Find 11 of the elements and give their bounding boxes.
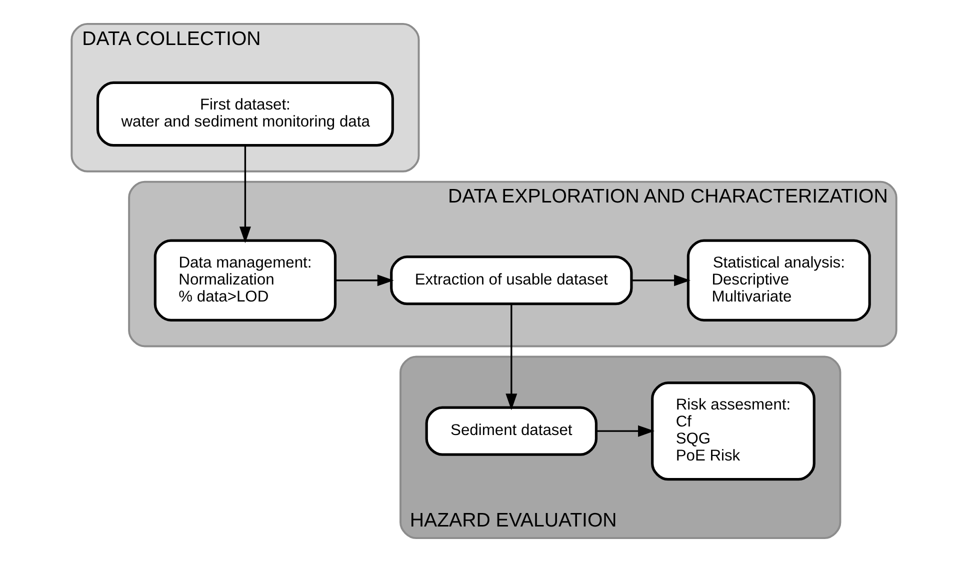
arrow (631, 274, 690, 286)
node-box: Statistical analysis: Descriptive Multivariate (686, 239, 870, 322)
node-box: Risk assesment: Cf SQG PoE Risk (650, 381, 815, 481)
node-box: Data management: Normalization % data>LOD (153, 239, 336, 322)
node-box: Extraction of usable dataset (390, 256, 632, 306)
arrow (596, 425, 654, 437)
arrow (505, 304, 517, 410)
arrow (238, 145, 250, 244)
node-box: First dataset: water and sediment monitoring data (96, 81, 394, 147)
arrow (335, 274, 394, 286)
node-box: Sediment dataset (424, 406, 598, 456)
